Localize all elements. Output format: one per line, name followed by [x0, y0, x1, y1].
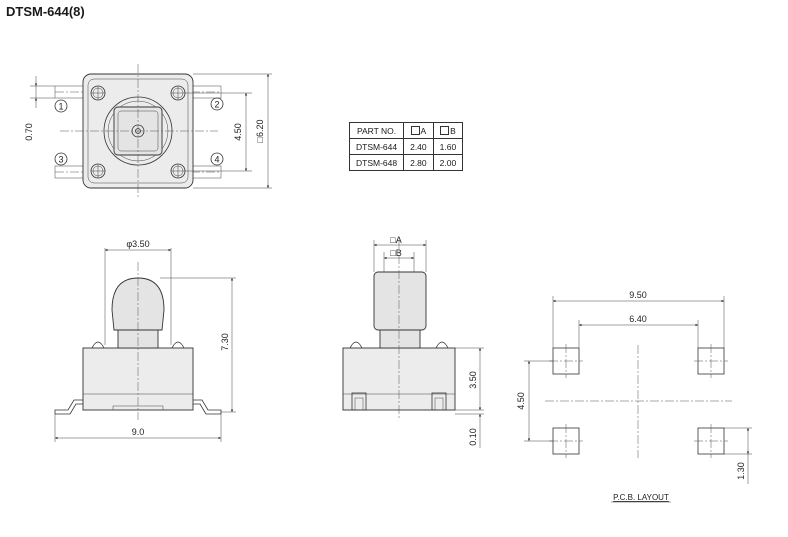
part-table: PART NO. A B DTSM-644 2.40 1.60 DTSM-648… — [348, 122, 464, 171]
pcb-layout: 9.50 6.40 4.50 1.30 P.C.B. LAYOUT — [516, 290, 752, 503]
drawing-title: DTSM-644(8) — [6, 4, 85, 19]
pin-label-3 — [54, 152, 68, 166]
header-b: B — [432, 122, 464, 139]
dim-1-30: 1.30 — [736, 462, 746, 480]
pin-label-4 — [210, 152, 224, 166]
pin-number-1: 1 — [58, 102, 63, 112]
dim-diameter: φ3.50 — [126, 239, 149, 249]
dim-6-20: □6.20 — [255, 120, 265, 143]
dim-9-0: 9.0 — [132, 427, 145, 437]
dim-7-30: 7.30 — [220, 333, 230, 351]
pcb-layout-label: P.C.B. LAYOUT — [613, 493, 669, 502]
header-part-no: PART NO. — [348, 122, 405, 139]
corner-posts — [90, 85, 186, 179]
table-row: DTSM-648 2.80 2.00 — [348, 154, 464, 171]
dim-9-50: 9.50 — [629, 290, 647, 300]
dim-3-50: 3.50 — [468, 371, 478, 389]
header-a: A — [403, 122, 434, 139]
dim-6-40: 6.40 — [629, 314, 647, 324]
table-row: DTSM-644 2.40 1.60 — [348, 138, 464, 155]
dim-4-50-pcb: 4.50 — [516, 392, 526, 410]
part-table-header: PART NO. A B — [348, 122, 464, 139]
pin-label-2 — [210, 97, 224, 111]
cell-a: 2.80 — [403, 154, 434, 171]
dim-0-70: 0.70 — [24, 123, 34, 141]
cell-part-no: DTSM-644 — [348, 138, 405, 155]
cell-b: 1.60 — [432, 138, 464, 155]
dim-0-10: 0.10 — [468, 428, 478, 446]
header-b-label: B — [450, 125, 456, 136]
header-a-label: A — [420, 125, 427, 136]
pin-number-3: 3 — [58, 155, 63, 165]
side-view: □A □B 3.50 0.10 — [342, 235, 484, 448]
side-stem — [379, 329, 421, 349]
pin-number-2: 2 — [214, 100, 219, 110]
front-lead-left — [54, 399, 83, 415]
cell-b: 2.00 — [432, 154, 464, 171]
dim-4-50-top: 4.50 — [233, 123, 243, 141]
front-lead-right — [193, 399, 222, 415]
square-icon — [440, 125, 450, 135]
top-view: 1 2 3 4 0.70 4.50 □6.20 — [24, 64, 272, 198]
square-icon — [410, 125, 420, 135]
front-view: φ3.50 7.30 9.0 — [54, 239, 236, 442]
pin-number-4: 4 — [214, 155, 219, 165]
dim-square-a: □A — [390, 235, 401, 245]
side-cap — [373, 271, 427, 331]
dim-square-b: □B — [390, 248, 401, 258]
cell-part-no: DTSM-648 — [348, 154, 405, 171]
cell-a: 2.40 — [403, 138, 434, 155]
pin-label-1 — [54, 99, 68, 113]
